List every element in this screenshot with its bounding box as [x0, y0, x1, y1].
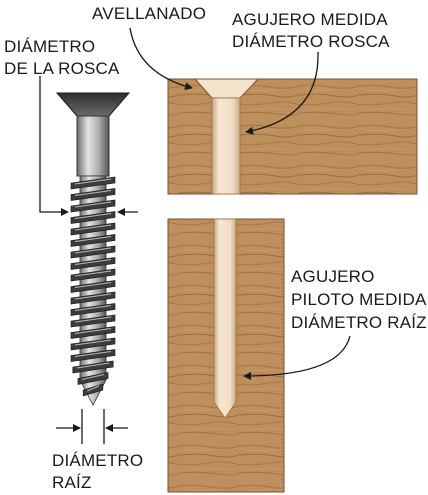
thread-highlight — [74, 282, 112, 288]
screw-head — [55, 92, 131, 117]
thread-highlight — [74, 247, 112, 254]
thread-highlight — [74, 190, 112, 196]
thread-highlight — [74, 316, 112, 323]
shank-hole-label-line2: DIÁMETRO ROSCA — [232, 32, 390, 51]
thread-highlight — [76, 362, 110, 369]
thread-highlight — [74, 351, 112, 357]
thread-highlight — [74, 178, 112, 185]
thread-diameter-label-line1: DIÁMETRO — [4, 37, 96, 56]
shank-hole-leader — [245, 51, 319, 135]
shank-hole-label-line1: AGUJERO MEDIDA — [232, 10, 388, 29]
thread-highlight — [74, 201, 112, 208]
pilot-hole-leader — [243, 335, 351, 380]
thread-highlight — [74, 293, 112, 300]
thread-highlight — [74, 328, 112, 334]
thread-highlight — [86, 385, 100, 392]
pilot-hole — [213, 218, 237, 419]
thread-highlight — [81, 374, 105, 380]
thread-highlight — [74, 339, 112, 346]
screw — [55, 92, 131, 406]
thread-diameter-label-line2: DE LA ROSCA — [4, 59, 120, 78]
countersink-label: AVELLANADO — [92, 4, 207, 23]
thread-highlight — [74, 213, 112, 219]
shank-hole — [211, 97, 241, 195]
thread-highlight — [74, 236, 112, 242]
pilot-hole-label-line2: PILOTO MEDIDA — [291, 290, 427, 309]
pilot-hole-label-line1: AGUJERO — [291, 267, 375, 286]
pilot-hole-label-line3: DIÁMETRO RAÍZ — [291, 313, 427, 332]
countersink-leader — [129, 27, 193, 91]
root-diameter-label-line1: DIÁMETRO — [52, 451, 144, 470]
bottom-wood-block — [167, 218, 285, 493]
thread-highlight — [74, 259, 112, 265]
top-wood-block — [167, 78, 418, 195]
thread-ridge — [82, 383, 104, 397]
thread-highlight — [74, 305, 112, 311]
root-diameter-dimension — [56, 409, 128, 444]
thread-diameter-dimension — [39, 76, 138, 216]
thread-highlight — [74, 270, 112, 277]
screw-shank — [76, 115, 110, 177]
thread-highlight — [74, 224, 112, 231]
root-diameter-label-line2: RAÍZ — [52, 473, 92, 492]
screw-threads — [70, 176, 116, 397]
